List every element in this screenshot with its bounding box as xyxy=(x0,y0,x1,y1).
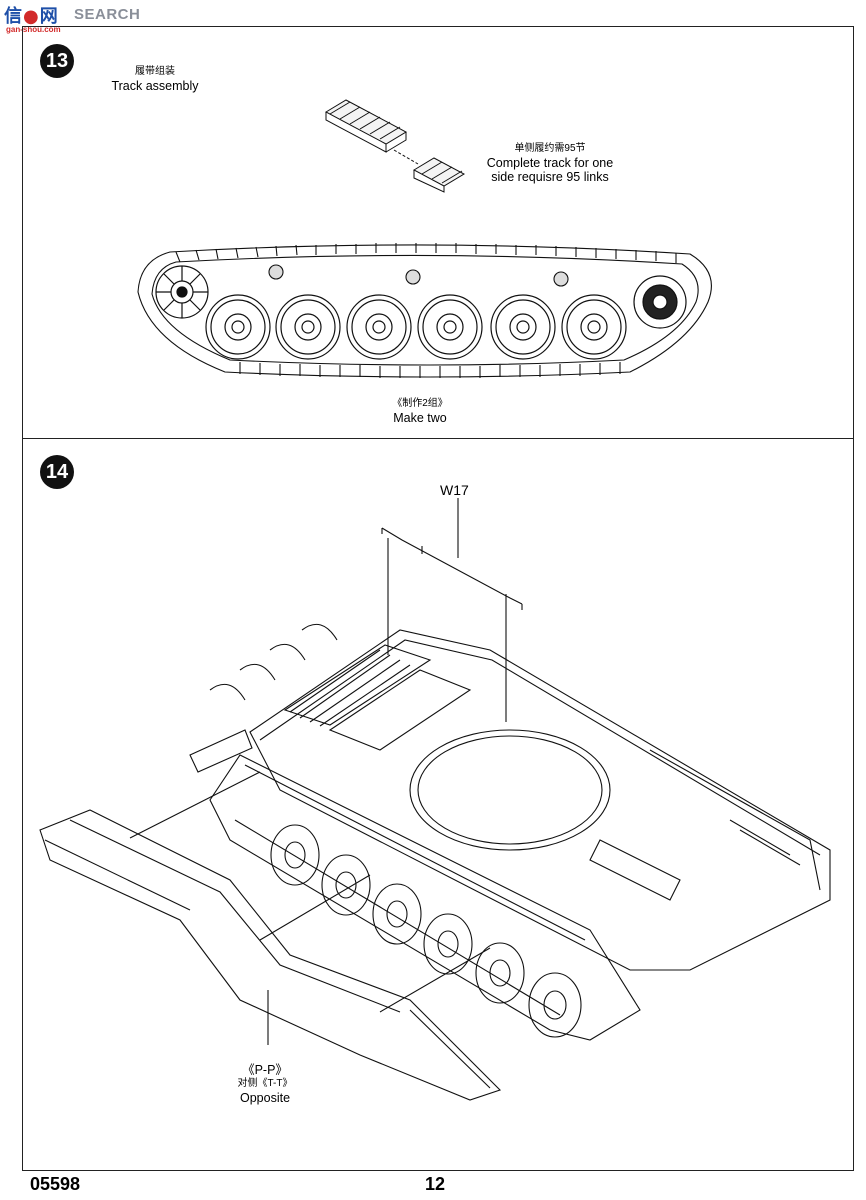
track-links-note-en-1: Complete track for one xyxy=(486,156,614,170)
track-links-note: 单侧履约需95节 Complete track for one side req… xyxy=(470,142,630,184)
watermark-logo-mid: ● xyxy=(23,6,40,27)
instruction-frame xyxy=(22,26,854,1171)
road-wheel-1 xyxy=(205,294,271,360)
watermark-search-text: SEARCH xyxy=(74,6,141,23)
return-rollers xyxy=(268,264,569,287)
hull-track-run xyxy=(209,754,641,1041)
step-13-badge: 13 xyxy=(40,44,74,78)
track-assembly-label: 履带组装 Track assembly xyxy=(100,65,210,93)
watermark-logo-char-1: 信 xyxy=(4,6,23,27)
watermark-url: gan-shou.com xyxy=(6,25,61,34)
watermark-logo: 信●网 xyxy=(4,2,59,28)
skirt-leader-2 xyxy=(259,874,371,941)
road-wheels xyxy=(205,294,627,360)
road-wheel-5 xyxy=(490,294,556,360)
road-wheel-2 xyxy=(275,294,341,360)
side-skirt xyxy=(39,809,502,1101)
track-links-note-cn: 单侧履约需95节 xyxy=(514,143,586,154)
pp-opposite-label: 《P-P》 对侧《T-T》 Opposite xyxy=(205,1063,325,1105)
track-link-lower-group xyxy=(412,157,466,193)
watermark-logo-char-2: 网 xyxy=(39,6,59,27)
track-outer-loop xyxy=(137,244,712,378)
step-14-badge: 14 xyxy=(40,455,74,489)
hull-assembly-drawing xyxy=(39,498,831,1101)
road-wheel-3 xyxy=(346,294,412,360)
fender-arches xyxy=(209,623,338,701)
track-inner-loop xyxy=(151,254,699,366)
skirt-leader-1 xyxy=(129,771,261,839)
exhaust-cylinder xyxy=(189,729,253,773)
track-assembly-cn: 履带组装 xyxy=(135,66,175,77)
track-run-drawing xyxy=(137,243,712,378)
road-wheel-6 xyxy=(561,294,627,360)
track-link-drawing xyxy=(324,99,466,193)
hull-road-wheels xyxy=(270,824,582,1038)
make-two-cn: 《制作2组》 xyxy=(392,398,448,409)
step-divider xyxy=(22,438,854,440)
page-number: 12 xyxy=(425,1174,446,1194)
make-two-en: Make two xyxy=(393,411,447,425)
pp-label: 《P-P》 xyxy=(242,1063,288,1077)
idler-wheel xyxy=(155,265,209,319)
track-assembly-en: Track assembly xyxy=(111,79,199,93)
part-w17-rail xyxy=(381,498,523,722)
hull-body xyxy=(249,629,831,971)
opposite-label: Opposite xyxy=(239,1091,291,1105)
tt-label-cn: 对侧《T-T》 xyxy=(237,1078,293,1089)
track-links-note-en-2: side requisre 95 links xyxy=(491,170,609,184)
skirt-leader-3 xyxy=(379,947,491,1013)
track-link-upper-group xyxy=(324,99,408,153)
kit-code: 05598 xyxy=(30,1174,81,1194)
road-wheel-4 xyxy=(417,294,483,360)
part-w17-label: W17 xyxy=(440,482,469,498)
make-two-label: 《制作2组》 Make two xyxy=(360,397,480,425)
watermark: 信●网 SEARCH gan-shou.com xyxy=(4,2,174,38)
drive-sprocket xyxy=(633,275,687,329)
